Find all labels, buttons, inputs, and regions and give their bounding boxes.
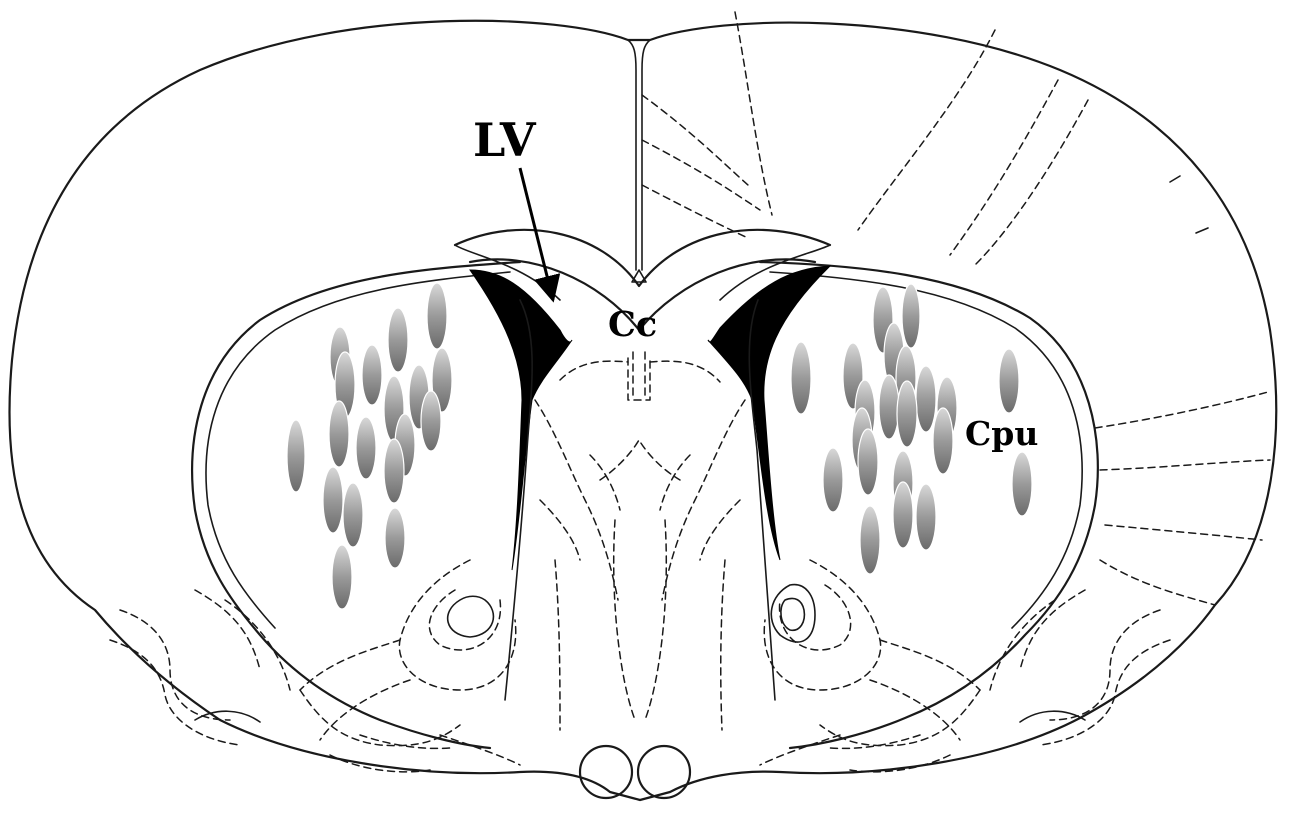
left-striatum-lesions (287, 283, 452, 609)
right-lateral-ventricle (708, 266, 830, 560)
right-basal-circle (638, 746, 690, 798)
lv-pointer-arrow (520, 168, 553, 300)
label-lateral-ventricle: LV (473, 113, 537, 167)
label-caudate-putamen: Cpu (965, 414, 1038, 453)
label-corpus-callosum: Cc (608, 304, 657, 345)
cortex-layer-divisions (642, 12, 1270, 605)
midline-fissure (628, 40, 650, 270)
